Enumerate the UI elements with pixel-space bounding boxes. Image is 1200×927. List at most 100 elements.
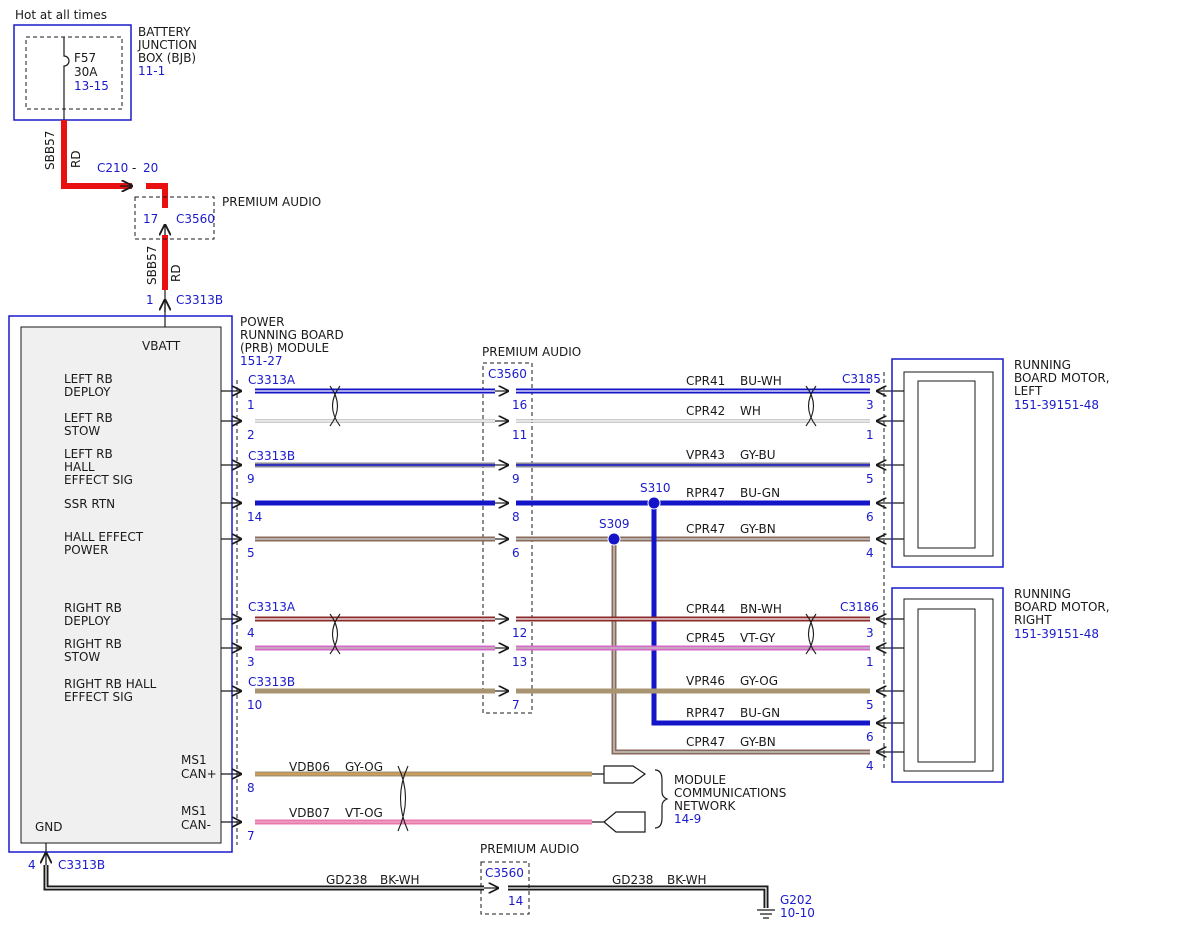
gnd-c3560-pin: 14 xyxy=(508,894,523,908)
c210-label[interactable]: C210 xyxy=(97,161,128,175)
pin-r-hall-2: EFFECT SIG xyxy=(64,690,133,704)
wire-1-motor-pin: 1 xyxy=(866,428,874,442)
can-color-1: GY-OG xyxy=(345,760,383,774)
c3313b-vbatt-pin: 1 xyxy=(146,293,154,307)
c3560-top-label[interactable]: C3560 xyxy=(176,212,215,226)
fuse-symbol xyxy=(63,37,70,120)
wire-4-circuit: CPR47 xyxy=(686,522,725,536)
pin-gnd: GND xyxy=(35,820,63,834)
wire-8-motor-pin: 6 xyxy=(866,730,874,744)
bjb-name-3: BOX (BJB) xyxy=(138,51,196,65)
pin-r-deploy-2: DEPLOY xyxy=(64,614,111,628)
pin-l-deploy-1: LEFT RB xyxy=(64,372,113,386)
network-3: NETWORK xyxy=(674,799,737,813)
pin-r-hall-1: RIGHT RB HALL xyxy=(64,677,157,691)
pin-l-hall-1: LEFT RB xyxy=(64,447,113,461)
wire-5-color: BN-WH xyxy=(740,602,782,616)
gnd-conn[interactable]: C3313B xyxy=(58,858,105,872)
wire-2-circuit: VPR43 xyxy=(686,448,725,462)
wire-gd238-1-trace xyxy=(45,865,484,889)
network-ref[interactable]: 14-9 xyxy=(674,812,701,826)
c3313b-bottom[interactable]: C3313B xyxy=(248,675,295,689)
wire-4-color: GY-BN xyxy=(740,522,776,536)
motor-right-3: RIGHT xyxy=(1014,613,1052,627)
feed-color: RD xyxy=(69,150,83,168)
can-pin-1: 8 xyxy=(247,781,255,795)
pin-ssr-rtn: SSR RTN xyxy=(64,497,115,511)
wire-0-module-pin: 1 xyxy=(247,398,255,412)
gnd-c3560-premium: PREMIUM AUDIO xyxy=(480,842,579,856)
network-2: COMMUNICATIONS xyxy=(674,786,786,800)
wire-4-motor-pin: 4 xyxy=(866,546,874,560)
c3560-top-box xyxy=(134,196,215,240)
c210-dash: - xyxy=(132,161,136,175)
wire-2-module-pin: 9 xyxy=(247,472,255,486)
splice-s310-label: S310 xyxy=(640,481,671,495)
g202-label[interactable]: G202 xyxy=(780,893,812,907)
pin-can-n-2: CAN- xyxy=(181,818,211,832)
module-ref[interactable]: 151-27 xyxy=(240,354,283,368)
wire-4-module-pin: 5 xyxy=(247,546,255,560)
wire-0-color: BU-WH xyxy=(740,374,782,388)
motor-left-outer xyxy=(891,358,1004,568)
wire-2-color: GY-BU xyxy=(740,448,776,462)
wire-vdb07 xyxy=(221,811,646,833)
wire-6-color: VT-GY xyxy=(740,631,776,645)
wire-cpr47-right-trace xyxy=(613,539,870,753)
gnd-pin: 4 xyxy=(28,858,36,872)
gnd-c3560-label[interactable]: C3560 xyxy=(485,866,524,880)
c3313a-bottom[interactable]: C3313A xyxy=(248,600,296,614)
wire-6-module-pin: 3 xyxy=(247,655,255,669)
motor-right-outer xyxy=(891,587,1004,783)
motor-left-2: BOARD MOTOR, xyxy=(1014,371,1110,385)
wire-5-c3560-pin: 12 xyxy=(512,626,527,640)
wire-1-color: WH xyxy=(740,404,761,418)
c3313a-top[interactable]: C3313A xyxy=(248,373,296,387)
motor-left-1: RUNNING xyxy=(1014,358,1071,372)
wire-gd238-2-trace xyxy=(508,887,767,908)
pin-hall-pwr-2: POWER xyxy=(64,543,108,557)
network-1: MODULE xyxy=(674,773,726,787)
wire-7-module-pin: 10 xyxy=(247,698,262,712)
wire-0-circuit: CPR41 xyxy=(686,374,725,388)
wire-5-module-pin: 4 xyxy=(247,626,255,640)
c3186-label[interactable]: C3186 xyxy=(840,600,879,614)
g202-ref[interactable]: 10-10 xyxy=(780,906,815,920)
wire-8-color: BU-GN xyxy=(740,706,780,720)
motor-right-ref[interactable]: 151-39151-48 xyxy=(1014,627,1099,641)
c210-pin: 20 xyxy=(143,161,158,175)
fuse-ref[interactable]: 13-15 xyxy=(74,79,109,93)
twist-pair-can xyxy=(397,765,409,832)
wire-7-circuit: VPR46 xyxy=(686,674,725,688)
gnd-circuit-2: GD238 xyxy=(612,873,653,887)
wire-9-motor-pin: 4 xyxy=(866,759,874,773)
bjb-ref[interactable]: 11-1 xyxy=(138,64,165,78)
wire-1-c3560-pin: 11 xyxy=(512,428,527,442)
c3560-top-pin: 17 xyxy=(143,212,158,226)
fuse-amp: 30A xyxy=(74,65,98,79)
c3185-label[interactable]: C3185 xyxy=(842,372,881,386)
motor-left-ref[interactable]: 151-39151-48 xyxy=(1014,398,1099,412)
twist-pair-4 xyxy=(805,613,817,655)
feed-color-2: RD xyxy=(169,264,183,282)
c3560-mid-label[interactable]: C3560 xyxy=(488,367,527,381)
module-name-1: POWER xyxy=(240,315,284,329)
pin-can-n-1: MS1 xyxy=(181,804,207,818)
wire-vdb06 xyxy=(221,765,647,784)
wire-5-circuit: CPR44 xyxy=(686,602,725,616)
feed-circuit: SBB57 xyxy=(43,131,57,170)
wire-3-color: BU-GN xyxy=(740,486,780,500)
wire-8-circuit: RPR47 xyxy=(686,706,725,720)
wire-3-c3560-pin: 8 xyxy=(512,510,520,524)
wire-gd238-2 xyxy=(508,885,769,908)
c3313b-vbatt-label[interactable]: C3313B xyxy=(176,293,223,307)
c3313b-top[interactable]: C3313B xyxy=(248,449,295,463)
pin-r-stow-2: STOW xyxy=(64,650,100,664)
wire-9-color: GY-BN xyxy=(740,735,776,749)
splice-s310 xyxy=(647,496,661,510)
hot-at-all-times: Hot at all times xyxy=(15,8,107,22)
pin-l-stow-2: STOW xyxy=(64,424,100,438)
pin-can-p-1: MS1 xyxy=(181,753,207,767)
ground-symbol-icon xyxy=(757,909,775,919)
